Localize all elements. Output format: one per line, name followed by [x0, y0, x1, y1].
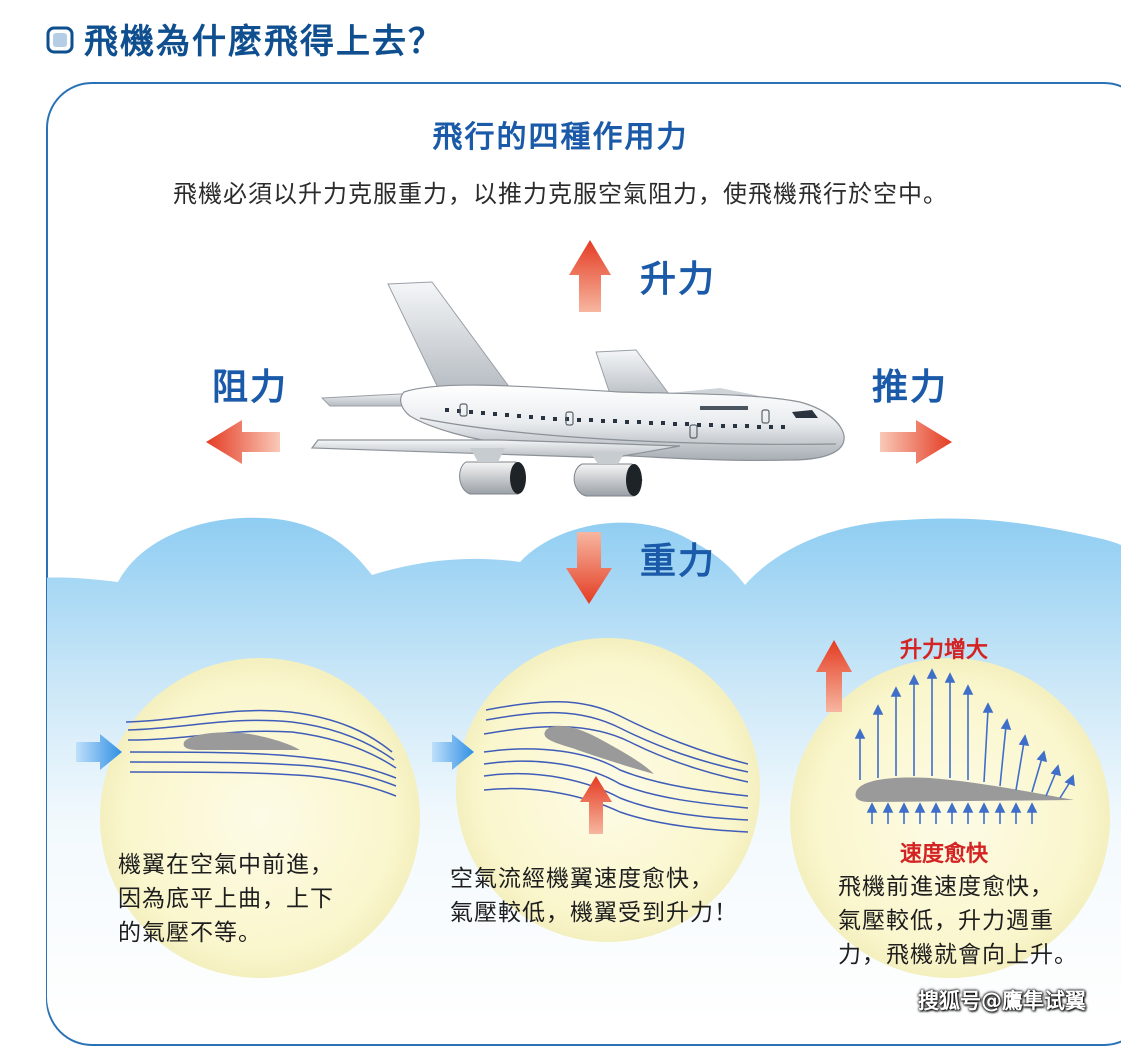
lift-increase-label: 升力增大 [900, 638, 989, 663]
caption-line: 氣壓較低，機翼受到升力！ [450, 900, 738, 926]
caption-line: 的氣壓不等。 [118, 920, 262, 946]
airfoil-icon [855, 777, 1074, 802]
page-title: 飛機為什麼飛得上去？ [84, 22, 444, 62]
lift-arrow-icon [569, 240, 611, 312]
speed-faster-label: 速度愈快 [900, 842, 989, 867]
caption-line: 因為底平上曲，上下 [118, 886, 334, 912]
lift-arrow-icon [580, 776, 612, 834]
caption-line: 飛機前進速度愈快， [838, 874, 1054, 900]
drag-arrow-icon [206, 420, 280, 464]
thrust-arrow-icon [880, 420, 952, 464]
diagram-overlay [76, 240, 1075, 834]
panel-3-caption: 飛機前進速度愈快， 氣壓較低，升力週重 力，飛機就會向上升。 [838, 870, 1078, 972]
panel-1-caption: 機翼在空氣中前進， 因為底平上曲，上下 的氣壓不等。 [118, 848, 334, 950]
caption-line: 氣壓較低，升力週重 [838, 908, 1054, 934]
panel-3-airflow-diagram [816, 640, 1075, 824]
thrust-label: 推力 [872, 367, 949, 408]
drag-label: 阻力 [212, 367, 289, 408]
lift-label: 升力 [640, 259, 717, 300]
diagram-heading: 飛行的四種作用力 [432, 120, 689, 155]
airfoil-icon [183, 732, 300, 750]
rounded-square-icon [46, 26, 74, 54]
diagram-subtitle: 飛機必須以升力克服重力，以推力克服空氣阻力，使飛機飛行於空中。 [173, 180, 948, 208]
caption-line: 空氣流經機翼速度愈快， [450, 866, 714, 892]
gravity-arrow-icon [566, 532, 612, 604]
lift-increase-arrow-icon [816, 640, 852, 712]
engine-icon [573, 452, 643, 497]
panel-2-caption: 空氣流經機翼速度愈快， 氣壓較低，機翼受到升力！ [450, 862, 738, 930]
engine-icon [459, 448, 526, 495]
caption-line: 力，飛機就會向上升。 [838, 942, 1078, 968]
airfoil-icon [544, 725, 654, 774]
panel-1-airflow-diagram [76, 709, 397, 797]
air-input-arrow-icon [432, 734, 474, 770]
watermark: 搜狐号@鷹隼试翼 [918, 989, 1086, 1013]
caption-line: 機翼在空氣中前進， [118, 852, 334, 878]
panel-3-bubble [790, 658, 1110, 978]
gravity-label: 重力 [640, 541, 717, 582]
panel-2-airflow-diagram [432, 701, 749, 834]
air-input-arrow-icon [76, 734, 122, 770]
airplane-illustration [310, 281, 845, 497]
